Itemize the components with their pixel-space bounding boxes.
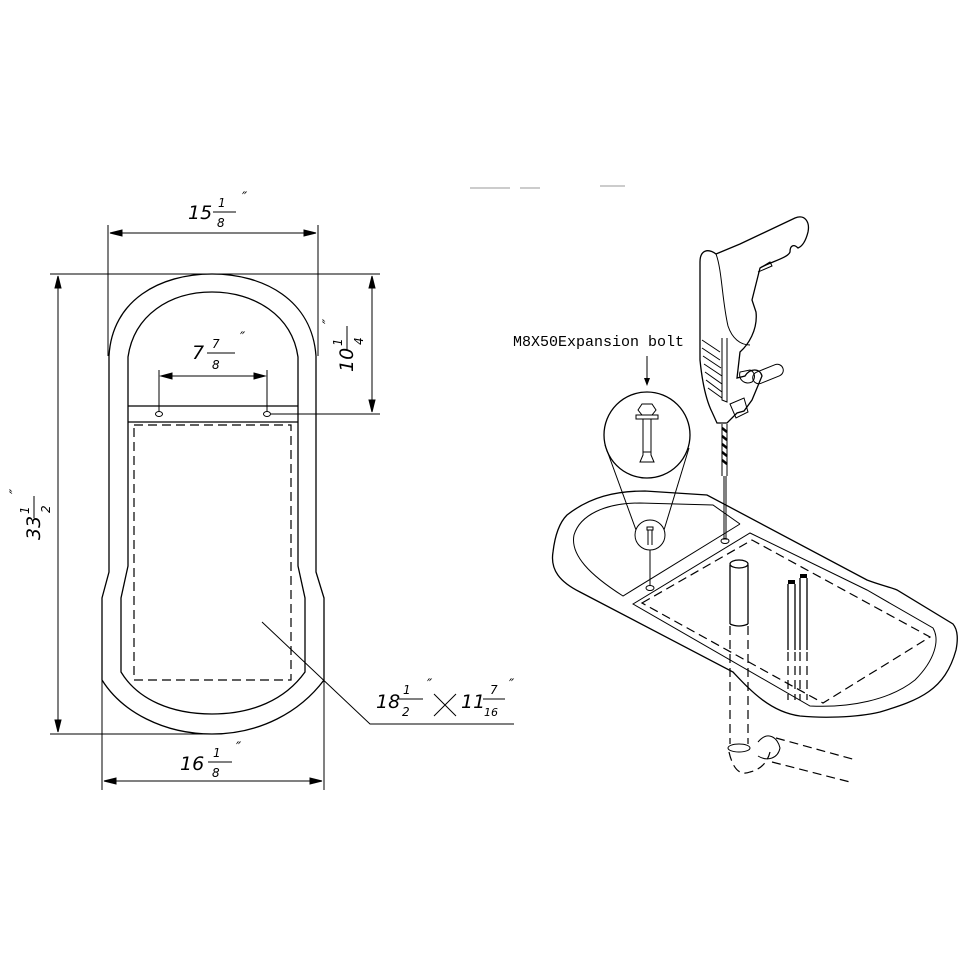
dim-total-length: 33 1 2 ″ [8, 488, 53, 540]
svg-text:8: 8 [212, 358, 220, 372]
svg-text:″: ″ [242, 190, 248, 206]
svg-text:4: 4 [352, 337, 366, 345]
svg-text:16: 16 [180, 753, 204, 775]
dim-cutout-size: 18 1 2 ″ 11 7 16 ″ [376, 677, 515, 719]
svg-text:15: 15 [188, 202, 212, 224]
svg-text:16: 16 [484, 706, 498, 719]
svg-text:2: 2 [39, 505, 53, 513]
svg-text:7: 7 [490, 683, 498, 697]
svg-text:2: 2 [402, 705, 410, 719]
expansion-bolt-icon [635, 403, 659, 463]
dim-top-width: 15 1 8 ″ [188, 190, 248, 230]
svg-text:10: 10 [336, 348, 358, 372]
svg-text:1: 1 [213, 746, 221, 760]
sink-outer-outline [551, 490, 958, 718]
faint-header-marks [470, 185, 625, 189]
svg-text:″: ″ [236, 740, 242, 756]
dim-bottom-width: 16 1 8 ″ [180, 740, 242, 780]
mount-hole-left [155, 411, 163, 417]
water-supply-pipes [787, 574, 808, 700]
dim-hole-spacing: 7 7 8 ″ [192, 330, 246, 372]
svg-text:1: 1 [218, 196, 226, 210]
svg-text:33: 33 [23, 516, 45, 540]
svg-text:1: 1 [331, 338, 345, 346]
svg-text:1: 1 [403, 683, 411, 697]
svg-text:11: 11 [461, 691, 485, 713]
svg-text:8: 8 [212, 766, 220, 780]
bolt-detail-magnifier [603, 391, 691, 586]
right-pocket [632, 532, 937, 707]
svg-text:″: ″ [427, 677, 433, 693]
svg-text:8: 8 [217, 216, 225, 230]
bolt-hole-left [645, 585, 655, 591]
bolt-hole-right [720, 538, 730, 544]
sink-isometric-view [551, 490, 958, 718]
drain-pipe [727, 559, 857, 783]
mount-hole-right [263, 411, 271, 417]
dim-hole-offset: 10 1 4 ″ [321, 318, 366, 372]
svg-text:″: ″ [509, 677, 515, 693]
sink-plan-view [101, 273, 325, 735]
bolt-callout: M8X50Expansion bolt [513, 334, 684, 386]
magnifier-circle [603, 391, 691, 479]
svg-text:″: ″ [321, 318, 337, 324]
svg-text:M8X50Expansion bolt: M8X50Expansion bolt [513, 334, 684, 351]
drill-bit [721, 424, 728, 540]
times-sign [433, 693, 457, 717]
magnifier-source-circle [634, 519, 666, 551]
svg-text:″: ″ [8, 488, 24, 494]
svg-text:18: 18 [376, 691, 400, 713]
svg-text:″: ″ [240, 330, 246, 346]
power-drill-icon [699, 216, 810, 540]
svg-text:1: 1 [18, 506, 32, 514]
drill-vents [701, 339, 723, 399]
svg-text:7: 7 [192, 342, 204, 364]
svg-text:7: 7 [212, 337, 220, 351]
outer-outline [101, 273, 325, 735]
dimension-lines [50, 225, 514, 790]
cutout-dashed-rect [133, 424, 292, 681]
left-pocket [573, 502, 741, 597]
inner-outline [120, 291, 306, 715]
right-pocket-dashed-cutout [640, 539, 932, 704]
